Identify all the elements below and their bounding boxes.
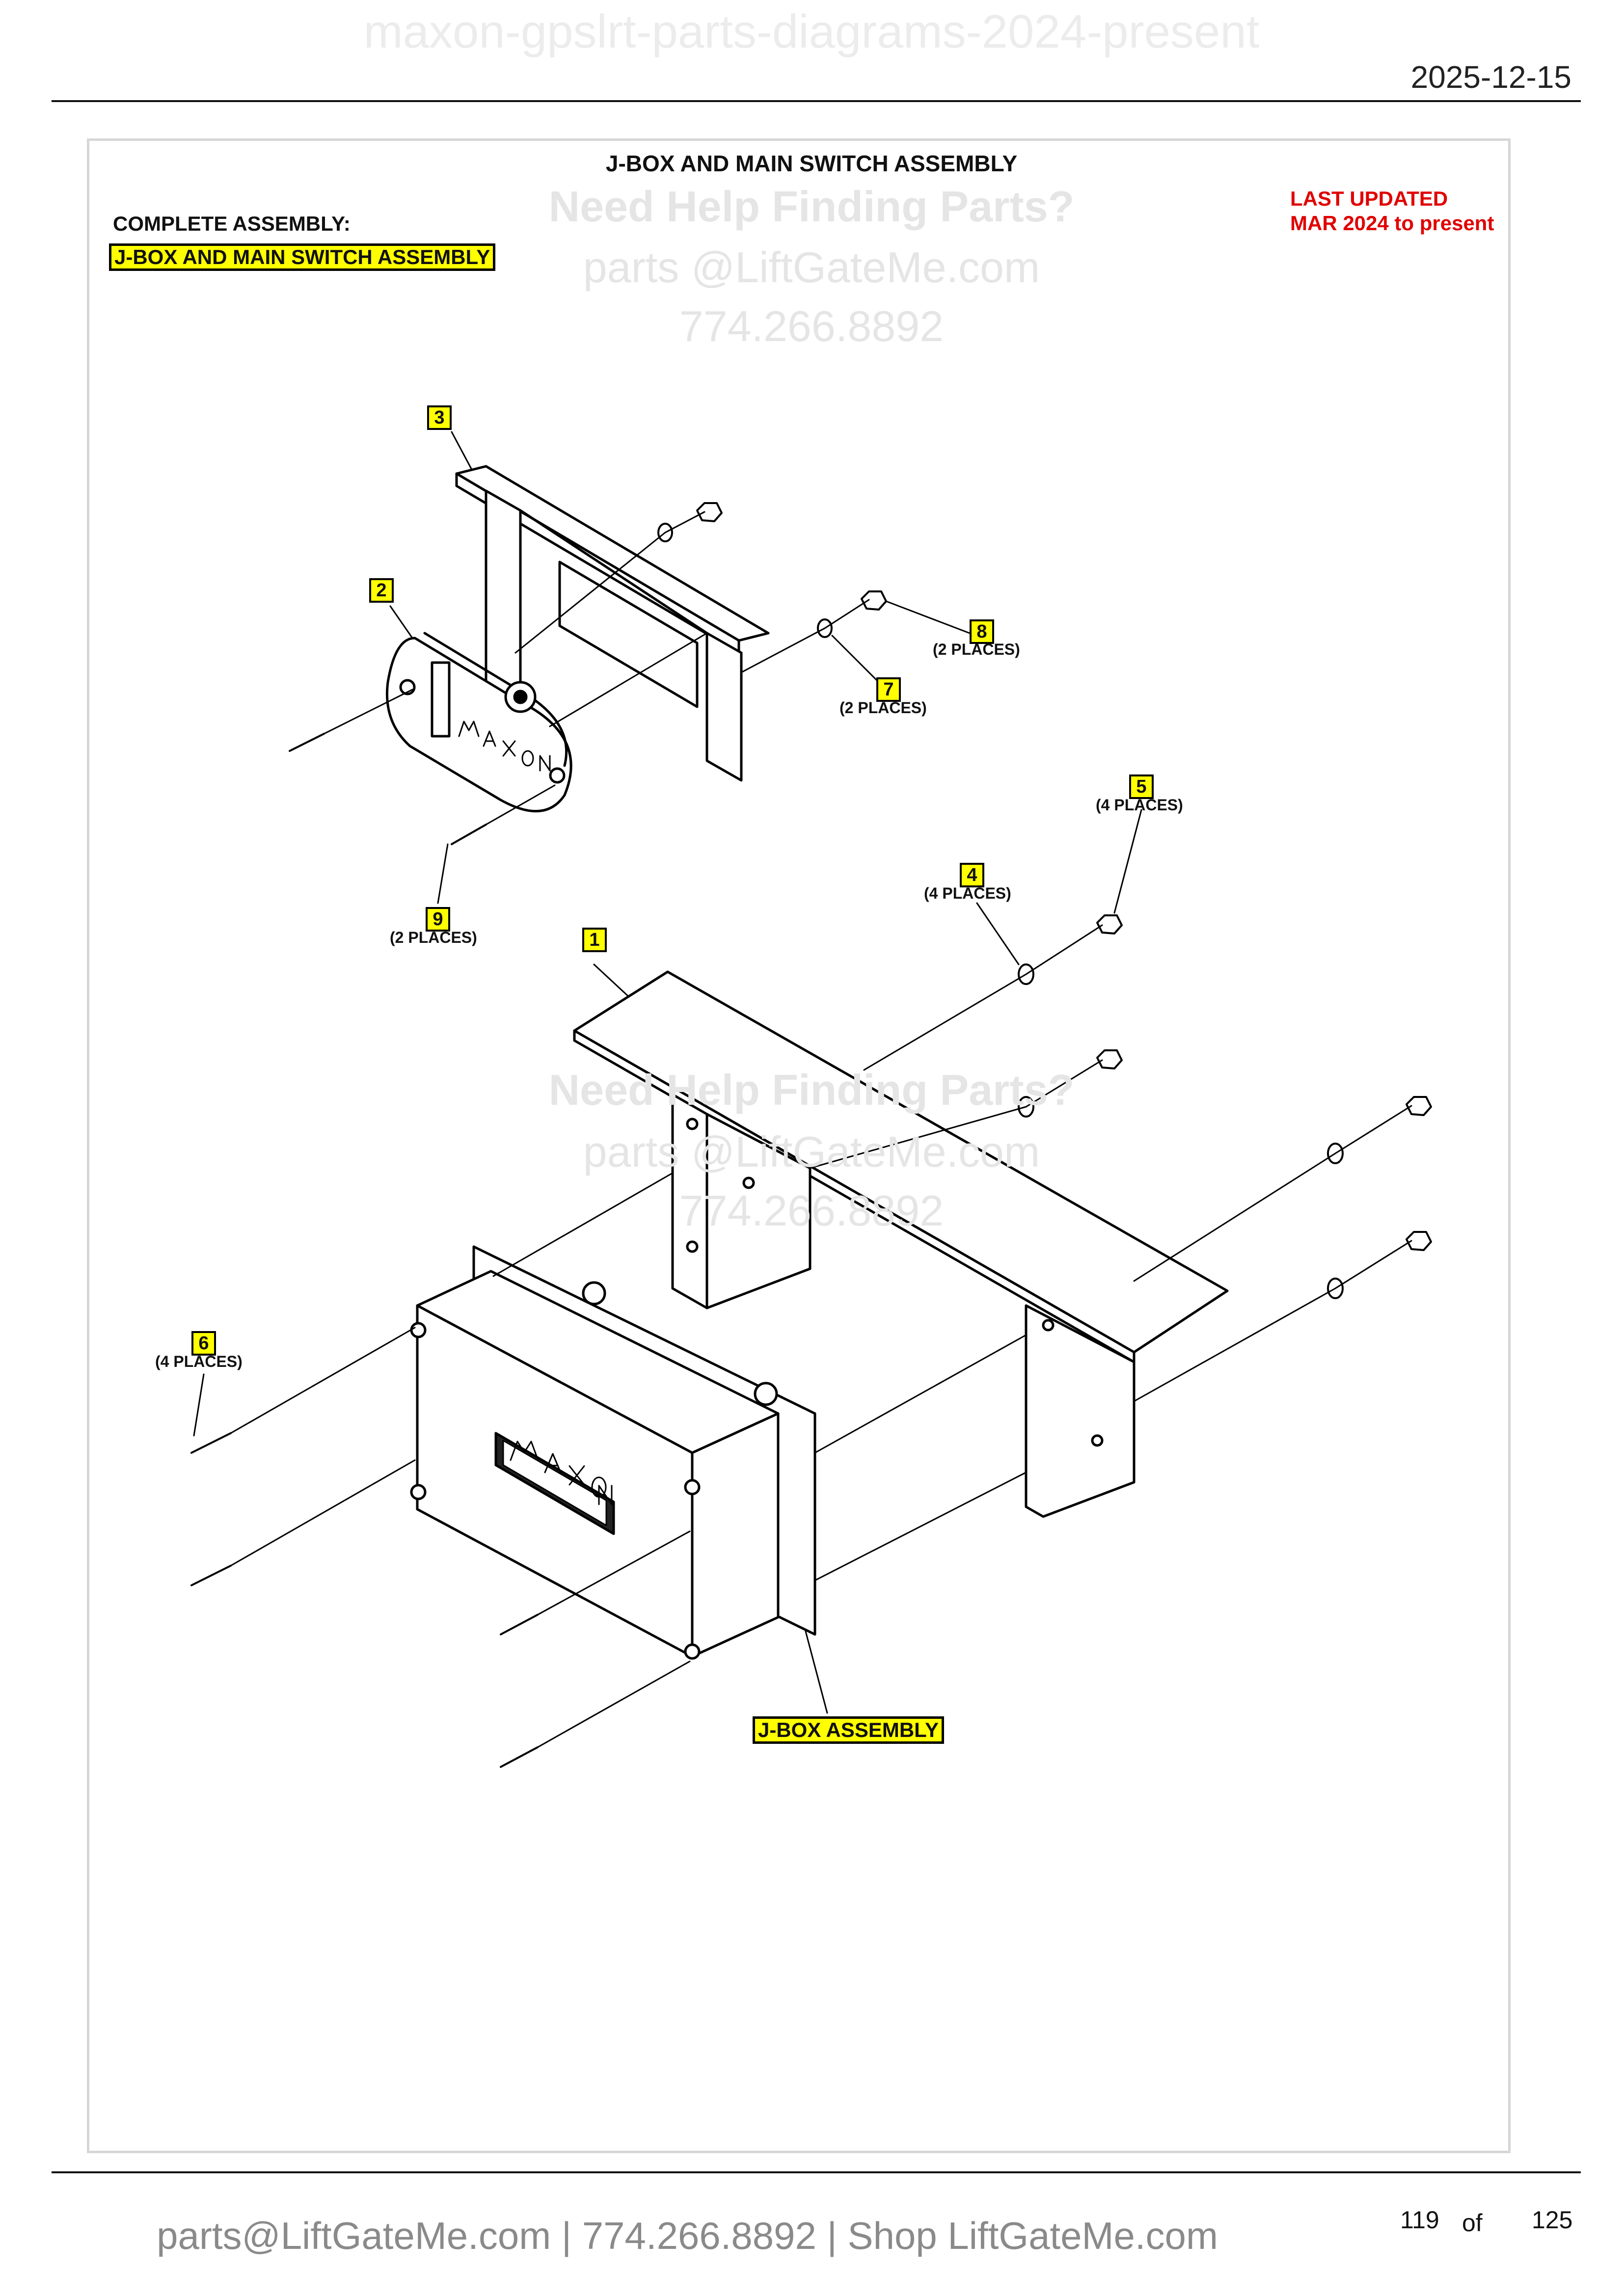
watermark-phone-2: 774.266.8892 — [679, 1186, 944, 1235]
watermark-help-2: Need Help Finding Parts? — [548, 1066, 1075, 1114]
callout-7: 7 — [876, 677, 901, 702]
diagram-title: J-BOX AND MAIN SWITCH ASSEMBLY — [605, 151, 1018, 176]
print-date: 2025-12-15 — [1410, 59, 1571, 95]
callout-5-places: (4 PLACES) — [1096, 796, 1183, 814]
jbox-assembly-label: J-BOX ASSEMBLY — [753, 1716, 944, 1744]
leader-lines — [193, 431, 1142, 1714]
page-of: of — [1462, 2209, 1483, 2237]
alignment-lines — [230, 511, 1412, 1748]
callout-2: 2 — [369, 578, 394, 603]
header-rule — [52, 100, 1581, 102]
jbox-part — [410, 1245, 816, 1660]
document-watermark: maxon-gpslrt-parts-diagrams-2024-present — [363, 5, 1260, 58]
diagram-frame — [87, 138, 1511, 2153]
watermark-email-2: parts @LiftGateMe.com — [583, 1127, 1040, 1176]
callout-3: 3 — [427, 405, 452, 430]
complete-assembly-name: J-BOX AND MAIN SWITCH ASSEMBLY — [109, 243, 496, 271]
last-updated-line2: MAR 2024 to present — [1290, 212, 1494, 235]
callout-7-places: (2 PLACES) — [839, 699, 927, 717]
callout-5: 5 — [1129, 774, 1154, 799]
footer-contact: parts@LiftGateMe.com | 774.266.8892 | Sh… — [157, 2214, 1218, 2257]
last-updated-note: LAST UPDATED MAR 2024 to present — [1290, 187, 1494, 236]
main-bracket-part — [573, 970, 1229, 1518]
watermark-help-1: Need Help Finding Parts? — [548, 182, 1075, 231]
callout-6-places: (4 PLACES) — [155, 1353, 243, 1370]
callout-8: 8 — [970, 619, 994, 644]
last-updated-line1: LAST UPDATED — [1290, 187, 1448, 210]
maxon-brand-mark — [458, 721, 613, 1505]
complete-assembly-label: COMPLETE ASSEMBLY: — [113, 212, 351, 235]
callout-1: 1 — [582, 928, 607, 952]
main-switch-part — [385, 632, 572, 813]
callout-4-places: (4 PLACES) — [924, 884, 1011, 902]
callout-9-places: (2 PLACES) — [390, 929, 477, 946]
callout-8-places: (2 PLACES) — [933, 641, 1020, 658]
footer-rule — [52, 2171, 1581, 2173]
callout-4: 4 — [960, 863, 984, 887]
page-current: 119 — [1400, 2206, 1439, 2234]
callout-6: 6 — [191, 1331, 216, 1356]
watermark-email-1: parts @LiftGateMe.com — [583, 243, 1040, 292]
watermark-phone-1: 774.266.8892 — [679, 302, 944, 350]
callout-9: 9 — [426, 907, 450, 932]
page-total: 125 — [1532, 2206, 1573, 2234]
